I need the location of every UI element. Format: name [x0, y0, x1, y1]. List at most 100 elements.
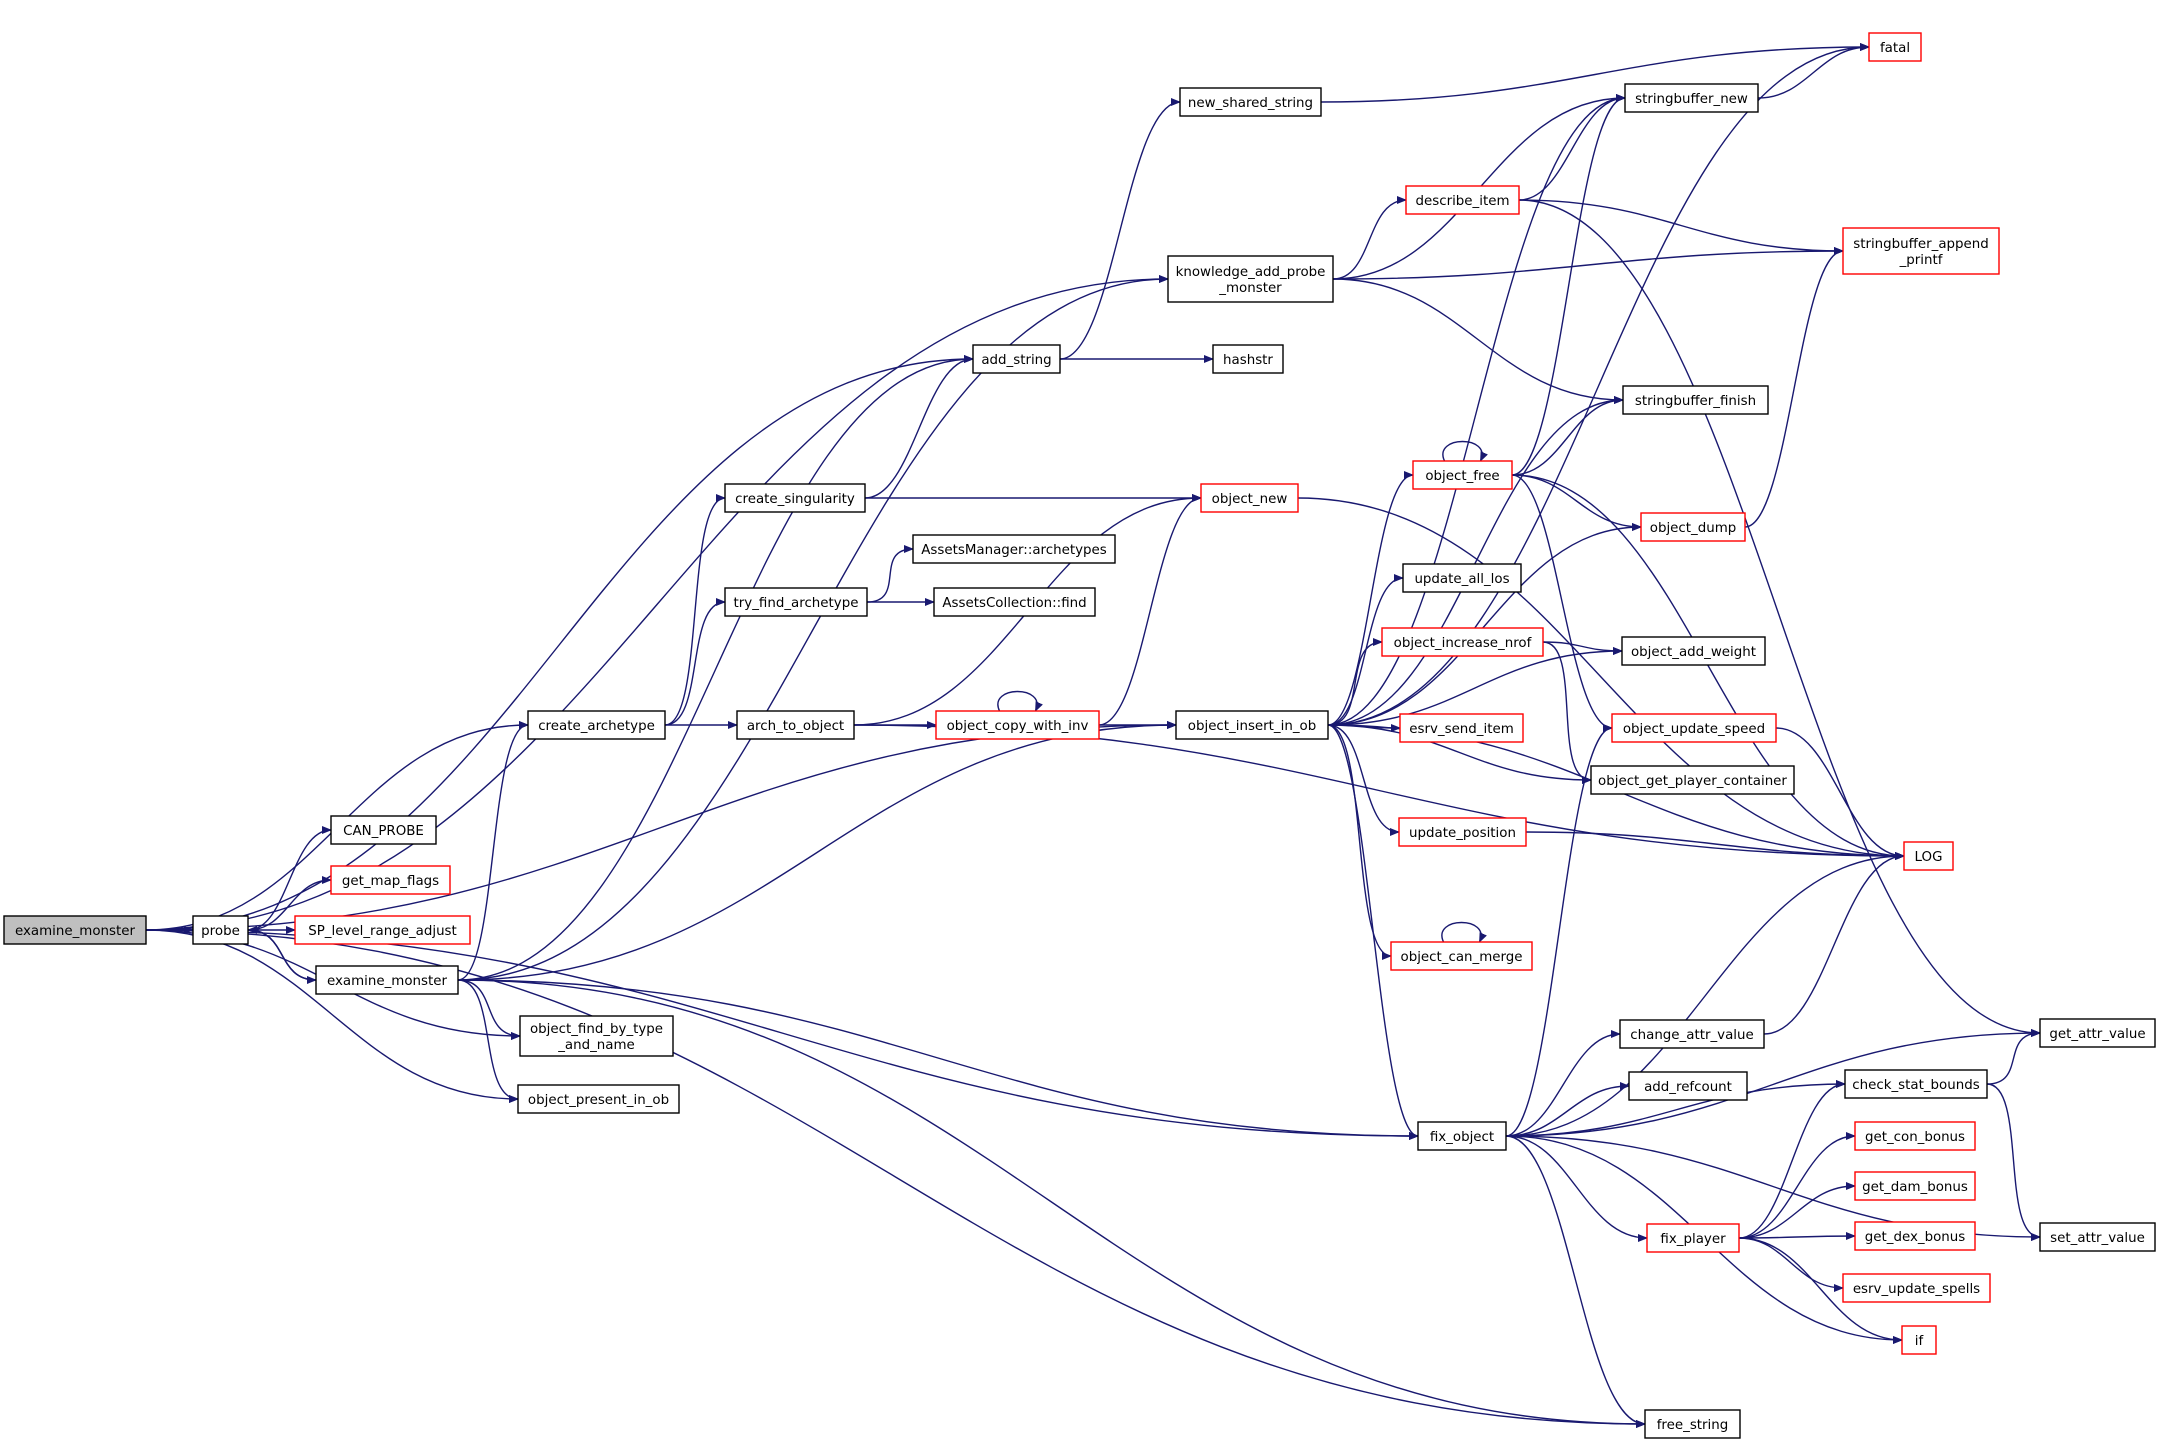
node-label: get_dex_bonus	[1865, 1230, 1965, 1245]
graph-node-add-refcount[interactable]: add_refcount	[1628, 1071, 1748, 1101]
graph-node-update-position[interactable]: update_position	[1398, 817, 1527, 847]
edge-path	[1511, 474, 1642, 531]
graph-node-change-attr-value[interactable]: change_attr_value	[1619, 1019, 1765, 1049]
edge-examine2-to-fix-object	[457, 979, 1419, 1140]
graph-node-object-insert-in-ob[interactable]: object_insert_in_ob	[1175, 710, 1329, 740]
graph-node-examine-monster[interactable]: examine_monster	[315, 965, 459, 995]
graph-node-object-free[interactable]: object_free	[1412, 460, 1513, 490]
graph-node-sp-level-range-adjust[interactable]: SP_level_range_adjust	[294, 915, 471, 945]
graph-node-object-update-speed[interactable]: object_update_speed	[1611, 713, 1777, 743]
graph-node-new-shared-string[interactable]: new_shared_string	[1179, 87, 1322, 117]
node-label: hashstr	[1223, 353, 1273, 368]
graph-node-object-copy-with-inv[interactable]: object_copy_with_inv	[935, 710, 1100, 740]
graph-node-object-dump[interactable]: object_dump	[1640, 512, 1746, 542]
node-label: object_dump	[1650, 521, 1737, 536]
node-box	[2039, 1222, 2156, 1252]
graph-node-can-probe[interactable]: CAN_PROBE	[330, 815, 437, 845]
graph-node-create-singularity[interactable]: create_singularity	[724, 483, 866, 513]
graph-node-esrv-update-spells[interactable]: esrv_update_spells	[1842, 1273, 1991, 1303]
edge-fix-object-to-add-refcount	[1505, 1082, 1630, 1137]
graph-node-fix-player[interactable]: fix_player	[1646, 1223, 1740, 1253]
graph-node-probe[interactable]: probe	[192, 915, 249, 945]
graph-node-assetsmanager-archetypes[interactable]: AssetsManager::archetypes	[912, 534, 1116, 564]
graph-node-fatal[interactable]: fatal	[1868, 32, 1922, 62]
graph-node-free-string[interactable]: free_string	[1644, 1409, 1741, 1439]
edge-obj-inc-nrof-to-obj-get-pc	[1542, 641, 1592, 784]
node-label: esrv_update_spells	[1853, 1282, 1980, 1297]
graph-node-describe-item[interactable]: describe_item	[1405, 185, 1520, 215]
graph-node-object-increase-nrof[interactable]: object_increase_nrof	[1381, 627, 1544, 657]
edge-obj-insert-to-sb-new	[1327, 94, 1626, 726]
node-box	[1399, 713, 1524, 743]
node-label: object_present_in_ob	[528, 1093, 669, 1108]
graph-node-object-get-player-container[interactable]: object_get_player_container	[1590, 765, 1795, 795]
node-label: knowledge_add_probe	[1176, 265, 1326, 280]
graph-node-set-attr-value[interactable]: set_attr_value	[2039, 1222, 2156, 1252]
graph-node-get-con-bonus[interactable]: get_con_bonus	[1854, 1121, 1976, 1151]
graph-node-examine-monster[interactable]: examine_monster	[3, 915, 147, 945]
graph-node-log[interactable]: LOG	[1903, 841, 1954, 871]
edge-path	[247, 826, 332, 931]
graph-node-object-new[interactable]: object_new	[1200, 483, 1299, 513]
edge-fix-player-to-get-con	[1738, 1132, 1856, 1239]
graph-node-assetscollection-find[interactable]: AssetsCollection::find	[933, 587, 1096, 617]
graph-node-add-string[interactable]: add_string	[972, 344, 1061, 374]
graph-node-hashstr[interactable]: hashstr	[1212, 344, 1284, 374]
edge-path	[457, 979, 521, 1040]
graph-node-knowledge-add-probe-monster[interactable]: knowledge_add_probe_monster	[1167, 255, 1334, 303]
node-label: new_shared_string	[1188, 96, 1313, 111]
edge-path	[1297, 497, 1905, 860]
graph-node-object-present-in-ob[interactable]: object_present_in_ob	[517, 1084, 680, 1114]
graph-node-stringbuffer-new[interactable]: stringbuffer_new	[1624, 83, 1759, 113]
graph-node-get-dam-bonus[interactable]: get_dam_bonus	[1854, 1171, 1976, 1201]
graph-node-update-all-los[interactable]: update_all_los	[1402, 563, 1522, 593]
graph-node-check-stat-bounds[interactable]: check_stat_bounds	[1844, 1069, 1988, 1099]
graph-node-create-archetype[interactable]: create_archetype	[527, 710, 666, 740]
node-label: get_map_flags	[342, 874, 439, 889]
edge-fix-player-to-get-dex	[1738, 1232, 1856, 1241]
edge-path	[1327, 724, 1392, 960]
edge-path	[1525, 831, 1905, 860]
edge-path	[1441, 921, 1487, 943]
edge-examine-root-to-fix-object	[145, 929, 1419, 1140]
graph-node-try-find-archetype[interactable]: try_find_archetype	[724, 587, 868, 617]
node-box	[1624, 83, 1759, 113]
graph-node-esrv-send-item[interactable]: esrv_send_item	[1399, 713, 1524, 743]
edge-check-stat-to-set-attr	[1986, 1083, 2041, 1241]
edge-obj-insert-to-sb-finish	[1327, 396, 1624, 726]
node-label: free_string	[1657, 1418, 1729, 1433]
graph-node-arch-to-object[interactable]: arch_to_object	[736, 710, 855, 740]
edge-examine2-to-obj-present	[457, 979, 519, 1103]
graph-node-if[interactable]: if	[1901, 1325, 1937, 1355]
node-label: arch_to_object	[747, 719, 844, 734]
graph-node-fix-object[interactable]: fix_object	[1417, 1121, 1507, 1151]
node-box	[1854, 1121, 1976, 1151]
node-label: add_string	[981, 353, 1051, 368]
edge-fix-player-to-if	[1738, 1237, 1903, 1344]
graph-node-stringbuffer-finish[interactable]: stringbuffer_finish	[1622, 385, 1769, 415]
edge-obj-insert-to-fatal	[1327, 43, 1870, 726]
node-box	[724, 587, 868, 617]
graph-node-object-add-weight[interactable]: object_add_weight	[1621, 636, 1766, 666]
graph-node-get-attr-value[interactable]: get_attr_value	[2039, 1018, 2156, 1048]
graph-node-stringbuffer-append-printf[interactable]: stringbuffer_append_printf	[1842, 227, 2000, 275]
graph-node-object-can-merge[interactable]: object_can_merge	[1390, 941, 1533, 971]
node-label: object_can_merge	[1401, 950, 1523, 965]
node-box	[1405, 185, 1520, 215]
node-box	[3, 915, 147, 945]
edge-path	[1738, 1237, 1844, 1292]
node-box	[1381, 627, 1544, 657]
graph-node-object-find-by-type-and-name[interactable]: object_find_by_type_and_name	[519, 1015, 674, 1057]
edge-path	[247, 926, 317, 981]
node-box	[1179, 87, 1322, 117]
edge-path	[664, 598, 726, 726]
graph-node-get-map-flags[interactable]: get_map_flags	[330, 865, 451, 895]
edge-path	[1327, 94, 1626, 726]
edge-fix-object-to-check-stat	[1505, 1080, 1846, 1137]
node-label: fatal	[1880, 41, 1910, 56]
edge-path	[457, 979, 519, 1103]
node-layer: examine_monster probe examine_monster CAN_P…	[3, 32, 2156, 1439]
node-label: update_position	[1409, 826, 1516, 841]
edge-examine2-to-create-arch	[457, 721, 529, 981]
graph-node-get-dex-bonus[interactable]: get_dex_bonus	[1854, 1221, 1976, 1251]
